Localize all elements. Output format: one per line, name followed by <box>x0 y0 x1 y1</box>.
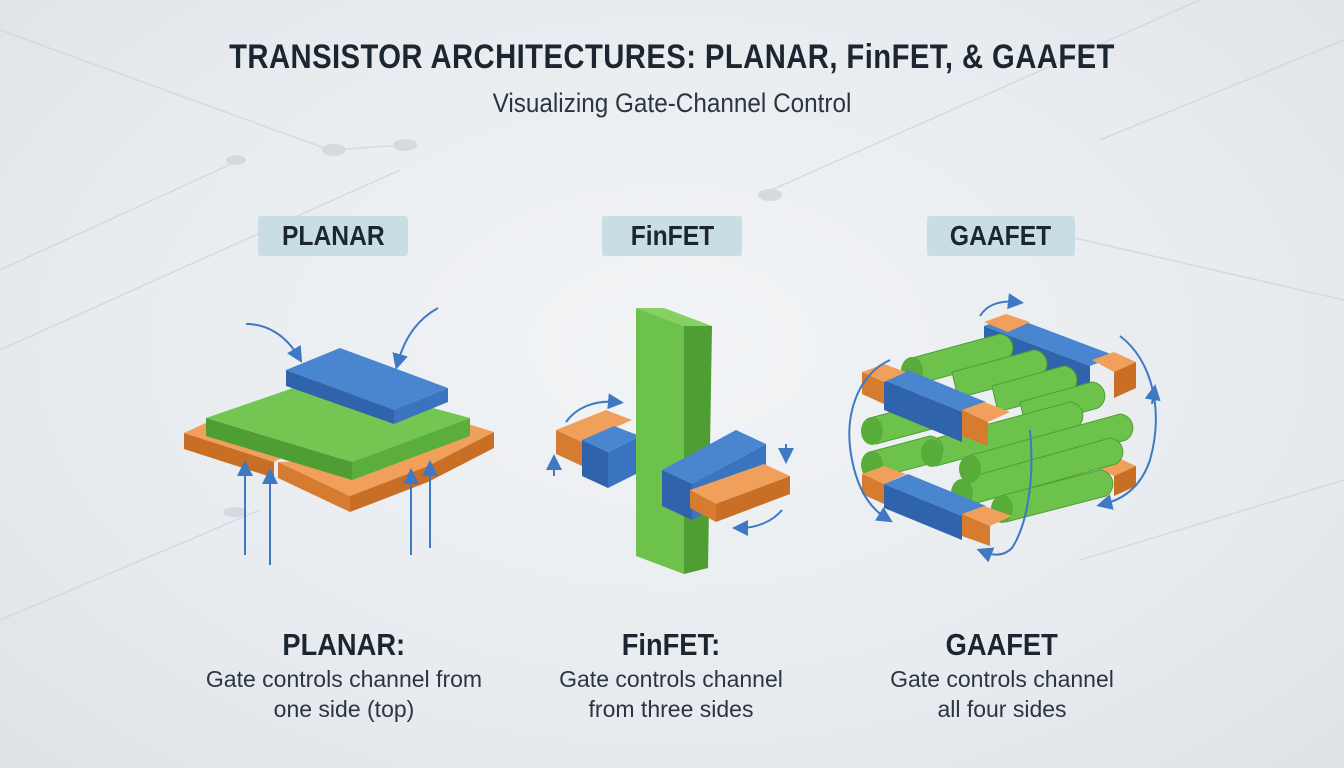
caption-gaafet-title: GAAFET <box>945 627 1059 662</box>
caption-finfet-line-2: from three sides <box>588 696 754 722</box>
finfet-drain-region <box>690 464 790 522</box>
gaafet-pad-front-top-right <box>962 402 1010 446</box>
caption-gaafet-line-1: Gate controls channel <box>890 666 1114 692</box>
caption-planar-title: PLANAR: <box>282 627 406 662</box>
caption-finfet-title: FinFET: <box>621 627 721 662</box>
caption-finfet-line-1: Gate controls channel <box>559 666 783 692</box>
gaafet-arrow-top <box>979 293 1024 317</box>
panel-label-finfet-text: FinFET <box>630 220 714 251</box>
gaafet-arrow-left <box>848 359 893 523</box>
panel-label-gaafet: GAAFET <box>927 216 1075 256</box>
gaafet-diagram <box>848 293 1161 563</box>
planar-diagram <box>184 307 494 565</box>
gaafet-pad-back-right <box>1092 352 1136 398</box>
caption-planar: PLANAR: Gate controls channel from one s… <box>184 626 504 724</box>
caption-finfet: FinFET: Gate controls channel from three… <box>511 626 831 724</box>
gaafet-pad-front-bottom-left <box>862 466 906 504</box>
caption-gaafet-line-2: all four sides <box>937 696 1067 722</box>
finfet-diagram <box>546 308 794 574</box>
gaafet-gate-front-top <box>884 370 986 442</box>
planar-top-arrow-right <box>392 307 439 370</box>
caption-planar-line-2: one side (top) <box>273 696 415 722</box>
gaafet-pad-front-top-left <box>862 364 906 404</box>
page-subtitle: Visualizing Gate-Channel Control <box>492 88 852 118</box>
panel-label-planar: PLANAR <box>258 216 408 256</box>
caption-gaafet: GAAFET Gate controls channel all four si… <box>842 626 1162 724</box>
finfet-arrow-bottom-right <box>732 509 783 536</box>
gaafet-pad-back-left <box>984 314 1030 332</box>
gaafet-pad-front-bottom-right <box>962 506 1012 546</box>
gaafet-arrow-right-small <box>1144 384 1161 405</box>
gaafet-arrow-bottom <box>976 429 1033 563</box>
panel-label-planar-text: PLANAR <box>281 220 385 251</box>
finfet-source-region <box>556 410 632 466</box>
planar-gate <box>286 348 448 424</box>
caption-planar-line-1: Gate controls channel from <box>205 666 483 692</box>
gaafet-gate-front-bottom <box>884 474 986 540</box>
planar-drain-region <box>402 424 494 482</box>
panel-label-gaafet-text: GAAFET <box>950 220 1052 251</box>
panel-label-finfet: FinFET <box>602 216 742 256</box>
gaafet-arrow-right <box>1096 335 1157 510</box>
page-title: TRANSISTOR ARCHITECTURES: PLANAR, FinFET… <box>229 38 1115 76</box>
finfet-arrow-top-left <box>565 393 624 423</box>
finfet-fin-channel <box>636 308 712 574</box>
planar-top-arrow-left <box>245 323 303 363</box>
finfet-gate-left <box>582 426 640 488</box>
planar-channel <box>206 378 470 480</box>
